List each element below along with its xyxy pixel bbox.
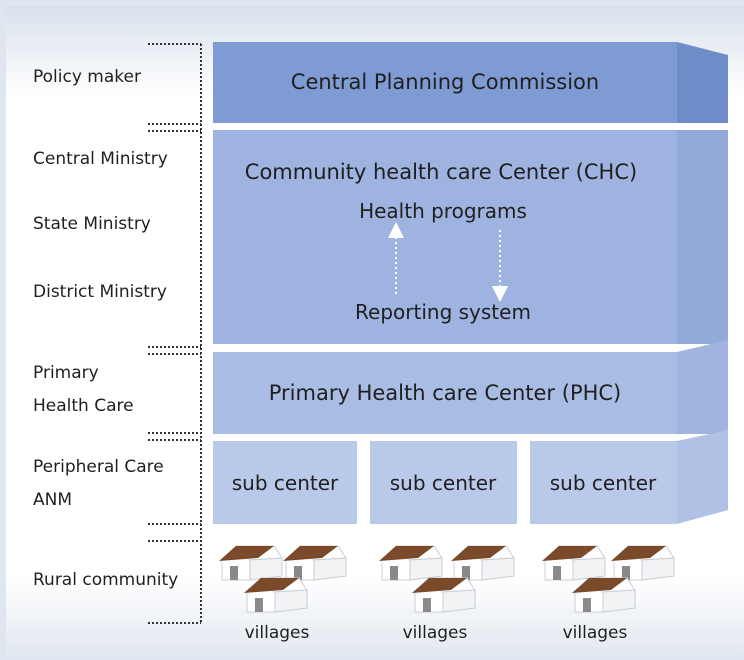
house-icon [610,545,675,581]
tier-chc: Community health care Center (CHC) Healt… [213,130,728,344]
house-icon [541,545,606,581]
sub-center-label: sub center [390,471,497,495]
state-ministry-label: State Ministry [33,214,151,234]
house-icon [243,577,308,613]
sub-center-3 [530,441,677,524]
villages-label: villages [245,623,310,643]
level-labels: Policy maker Central Ministry State Mini… [33,67,178,590]
health-care-label: Health Care [33,396,134,416]
tier-phc: Primary Health care Center (PHC) [213,340,728,434]
primary-label: Primary [33,363,99,383]
sub-center-label: sub center [550,471,657,495]
anm-label: ANM [33,490,72,510]
peripheral-care-label: Peripheral Care [33,457,164,477]
tier-sub-centers: sub center sub center sub center [213,430,728,524]
villages-label: villages [563,623,628,643]
house-icon [282,545,347,581]
sub-center-1 [213,441,357,524]
chc-label: Community health care Center (CHC) [245,160,637,184]
house-icon [411,577,476,613]
house-icon [218,545,283,581]
reporting-system-label: Reporting system [355,300,531,324]
house-icon [378,545,443,581]
sub-center-label: sub center [232,471,339,495]
policy-maker-label: Policy maker [33,67,141,87]
central-ministry-label: Central Ministry [33,149,168,169]
village-group-3: villages [541,545,675,643]
phc-label: Primary Health care Center (PHC) [269,381,622,405]
villages-label: villages [403,623,468,643]
village-group-1: villages [218,545,347,643]
house-icon [571,577,636,613]
district-ministry-label: District Ministry [33,282,167,302]
central-planning-label: Central Planning Commission [291,70,599,94]
sub-center-2 [370,441,517,524]
health-programs-label: Health programs [359,199,527,223]
tier-central-planning: Central Planning Commission [213,42,728,123]
house-icon [450,545,515,581]
rural-community-label: Rural community [33,570,178,590]
village-group-2: villages [378,545,515,643]
level-separators [148,43,201,624]
